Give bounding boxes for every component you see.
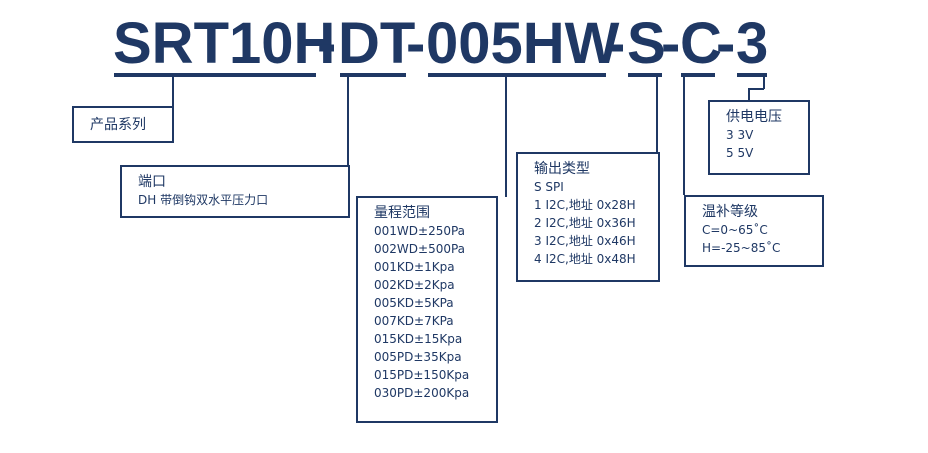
underline-3: [737, 73, 767, 77]
separator-4: -: [661, 11, 681, 76]
separator-5: -: [716, 11, 736, 76]
underline-dt: [340, 73, 406, 77]
segment-005hw: 005HW: [426, 11, 620, 76]
connector-series-v: [172, 77, 174, 107]
output-row: 3 I2C,地址 0x46H: [534, 234, 636, 248]
underline-srt10h: [114, 73, 316, 77]
temp-box: 温补等级 C=0~65˚C H=-25~85˚C: [684, 195, 824, 267]
separator-2: -: [406, 11, 426, 76]
range-row: 015KD±15Kpa: [374, 332, 463, 346]
port-box: 端口 DH 带倒钩双水平压力口: [120, 165, 350, 218]
output-row: 4 I2C,地址 0x48H: [534, 252, 636, 266]
connector-voltage-v1: [763, 77, 765, 89]
separator-3: -: [606, 11, 626, 76]
range-title: 量程范围: [374, 205, 430, 221]
output-box: 输出类型 S SPI 1 I2C,地址 0x28H 2 I2C,地址 0x36H…: [516, 152, 660, 282]
connector-voltage-h: [748, 88, 764, 90]
connector-voltage-v2: [748, 88, 750, 101]
voltage-row: 5 5V: [726, 146, 754, 160]
voltage-box: 供电电压 3 3V 5 5V: [708, 100, 810, 175]
temp-row: C=0~65˚C: [702, 223, 768, 237]
range-row: 002KD±2Kpa: [374, 278, 455, 292]
voltage-title: 供电电压: [726, 109, 782, 125]
output-title: 输出类型: [534, 161, 590, 177]
output-row: 1 I2C,地址 0x28H: [534, 198, 636, 212]
range-row: 001WD±250Pa: [374, 224, 466, 238]
range-row: 007KD±7KPa: [374, 314, 454, 328]
temp-row: H=-25~85˚C: [702, 241, 781, 255]
temp-title: 温补等级: [702, 204, 758, 220]
segment-dt: DT: [338, 11, 416, 76]
voltage-row: 3 3V: [726, 128, 754, 142]
segment-s: S: [627, 11, 666, 76]
underline-c: [681, 73, 715, 77]
output-row: 2 I2C,地址 0x36H: [534, 216, 636, 230]
port-title: 端口: [138, 174, 166, 190]
range-box: 量程范围 001WD±250Pa 002WD±500Pa 001KD±1Kpa …: [356, 196, 498, 423]
range-row: 005KD±5KPa: [374, 296, 454, 310]
connector-range-v: [505, 77, 507, 197]
connector-output-v: [656, 77, 658, 153]
output-row: S SPI: [534, 180, 564, 194]
series-box: 产品系列: [72, 106, 174, 143]
separator-1: -: [317, 11, 337, 76]
connector-temp-v: [683, 77, 685, 195]
segment-srt10h: SRT10H: [113, 11, 336, 76]
underline-005hw: [428, 73, 606, 77]
range-row: 015PD±150Kpa: [374, 368, 470, 382]
series-title: 产品系列: [90, 117, 146, 133]
range-row: 002WD±500Pa: [374, 242, 466, 256]
port-row: DH 带倒钩双水平压力口: [138, 193, 269, 207]
underline-s: [628, 73, 662, 77]
connector-port-v: [347, 77, 349, 166]
range-row: 005PD±35Kpa: [374, 350, 462, 364]
segment-c: C: [680, 11, 722, 76]
range-row: 001KD±1Kpa: [374, 260, 455, 274]
range-row: 030PD±200Kpa: [374, 386, 470, 400]
segment-3: 3: [736, 11, 769, 76]
